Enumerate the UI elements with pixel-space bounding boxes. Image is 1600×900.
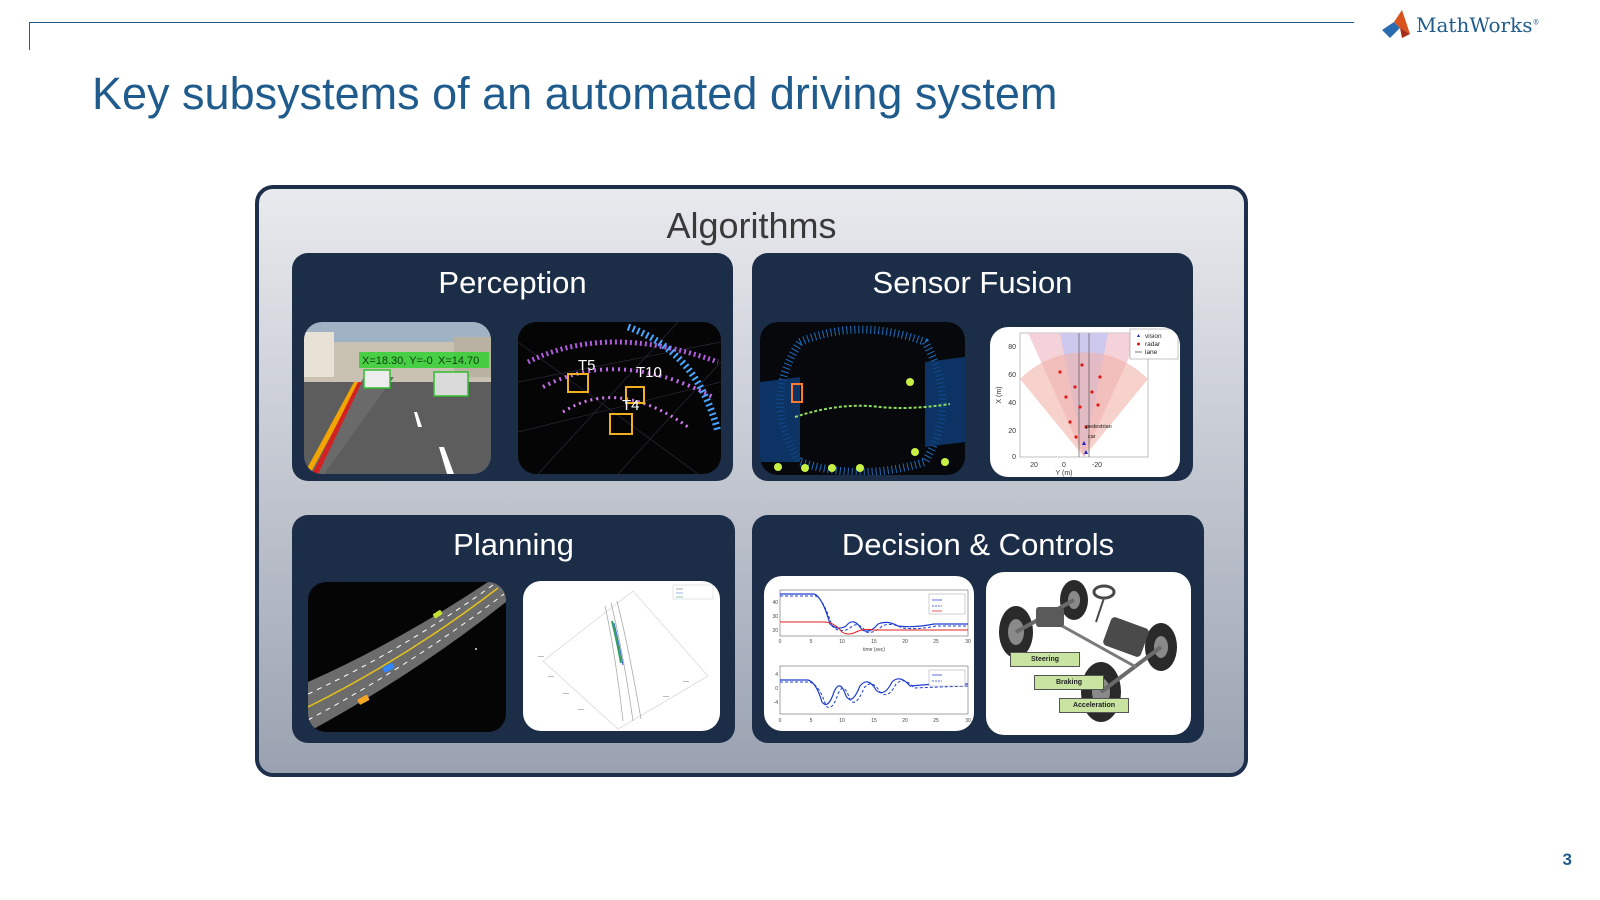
fusion-annotation-car: car xyxy=(1088,434,1096,440)
fusion-xtick-neg20: -20 xyxy=(1092,462,1102,469)
algorithms-title: Algorithms xyxy=(666,205,837,246)
planning-title: Planning xyxy=(453,527,574,562)
planning-road-image xyxy=(308,582,506,732)
decision-ytick-top-20: 20 xyxy=(772,628,778,634)
fusion-ytick-60: 60 xyxy=(1008,372,1016,379)
fusion-annotation-pedestrian: pedestrian xyxy=(1086,424,1112,430)
decision-xtick-top-10: 10 xyxy=(839,639,845,645)
perception-lidar-image: T5 T10 T4 xyxy=(518,322,721,474)
decision-xlabel: time (sec) xyxy=(863,647,885,653)
page-number: 3 xyxy=(1562,850,1572,869)
decision-xtick-bottom-25: 25 xyxy=(933,718,939,724)
membrane-logo-icon xyxy=(1382,10,1410,38)
sensor-fusion-card: Sensor Fusion xyxy=(752,253,1193,481)
fusion-ytick-80: 80 xyxy=(1008,344,1016,351)
algorithms-panel: Algorithms Perception X=18.30, Y=-0 X=14… xyxy=(255,185,1248,777)
decision-ytick-bottom-4: 4 xyxy=(775,672,778,678)
page-title: Key subsystems of an automated driving s… xyxy=(92,68,1058,119)
decision-ytick-top-30: 30 xyxy=(772,614,778,620)
header-rule xyxy=(29,22,1354,23)
decision-xtick-top-5: 5 xyxy=(810,639,813,645)
decision-ytick-bottom-neg4: -4 xyxy=(774,700,779,706)
road-label-2: X=14.70 xyxy=(438,355,479,367)
decision-xtick-top-25: 25 xyxy=(933,639,939,645)
road-label-1: X=18.30, Y=-0 xyxy=(362,355,433,367)
fusion-ytick-20: 20 xyxy=(1008,428,1016,435)
mathworks-logo: MathWorks® xyxy=(1380,8,1552,44)
fusion-legend-lane: lane xyxy=(1145,349,1158,356)
lidar-label-t5: T5 xyxy=(578,357,596,374)
decision-xtick-bottom-0: 0 xyxy=(779,718,782,724)
steering-callout: Steering xyxy=(1010,652,1080,667)
sensor-fusion-title: Sensor Fusion xyxy=(872,265,1073,300)
sensor-fusion-pointcloud-image xyxy=(760,322,965,475)
braking-callout: Braking xyxy=(1034,675,1104,690)
lidar-label-t4: T4 xyxy=(622,397,640,414)
decision-xtick-top-15: 15 xyxy=(871,639,877,645)
fusion-xlabel: Y (m) xyxy=(1056,470,1073,477)
decision-controls-card: Decision & Controls 40 30 20 0 5 xyxy=(752,515,1204,743)
decision-ytick-bottom-0: 0 xyxy=(775,686,778,692)
decision-xtick-top-30: 30 xyxy=(965,639,971,645)
fusion-ytick-40: 40 xyxy=(1008,400,1016,407)
lidar-label-t10: T10 xyxy=(636,364,662,381)
decision-xtick-bottom-30: 30 xyxy=(965,718,971,724)
fusion-xtick-20: 20 xyxy=(1030,462,1038,469)
perception-title: Perception xyxy=(438,265,587,300)
perception-road-image: X=18.30, Y=-0 X=14.70 xyxy=(304,322,491,474)
decision-xtick-top-0: 0 xyxy=(779,639,782,645)
decision-chassis-image: Steering Braking Acceleration xyxy=(986,572,1191,735)
fusion-legend-radar: radar xyxy=(1145,341,1161,348)
fusion-xtick-0: 0 xyxy=(1062,462,1066,469)
decision-xtick-top-20: 20 xyxy=(902,639,908,645)
acceleration-callout: Acceleration xyxy=(1059,698,1129,713)
planning-3d-plot xyxy=(523,581,720,731)
decision-response-plot: 40 30 20 0 5 10 15 20 25 30 time (sec) xyxy=(764,576,974,731)
fusion-ylabel: X (m) xyxy=(996,386,1003,403)
fusion-ytick-0: 0 xyxy=(1012,454,1016,461)
perception-card: Perception X=18.30, Y=-0 X=14.70 xyxy=(292,253,733,481)
decision-controls-title: Decision & Controls xyxy=(841,527,1115,562)
decision-xtick-bottom-20: 20 xyxy=(902,718,908,724)
logo-text: MathWorks® xyxy=(1416,13,1540,37)
decision-xtick-bottom-5: 5 xyxy=(810,718,813,724)
fusion-legend-vision: vision xyxy=(1145,333,1162,340)
planning-card: Planning xyxy=(292,515,735,743)
decision-xtick-bottom-10: 10 xyxy=(839,718,845,724)
decision-ytick-top-40: 40 xyxy=(772,600,778,606)
header-rule-tick xyxy=(29,22,30,50)
decision-xtick-bottom-15: 15 xyxy=(871,718,877,724)
sensor-fusion-plot: pedestrian car 80 60 40 20 0 20 0 -20 Y … xyxy=(990,327,1180,477)
